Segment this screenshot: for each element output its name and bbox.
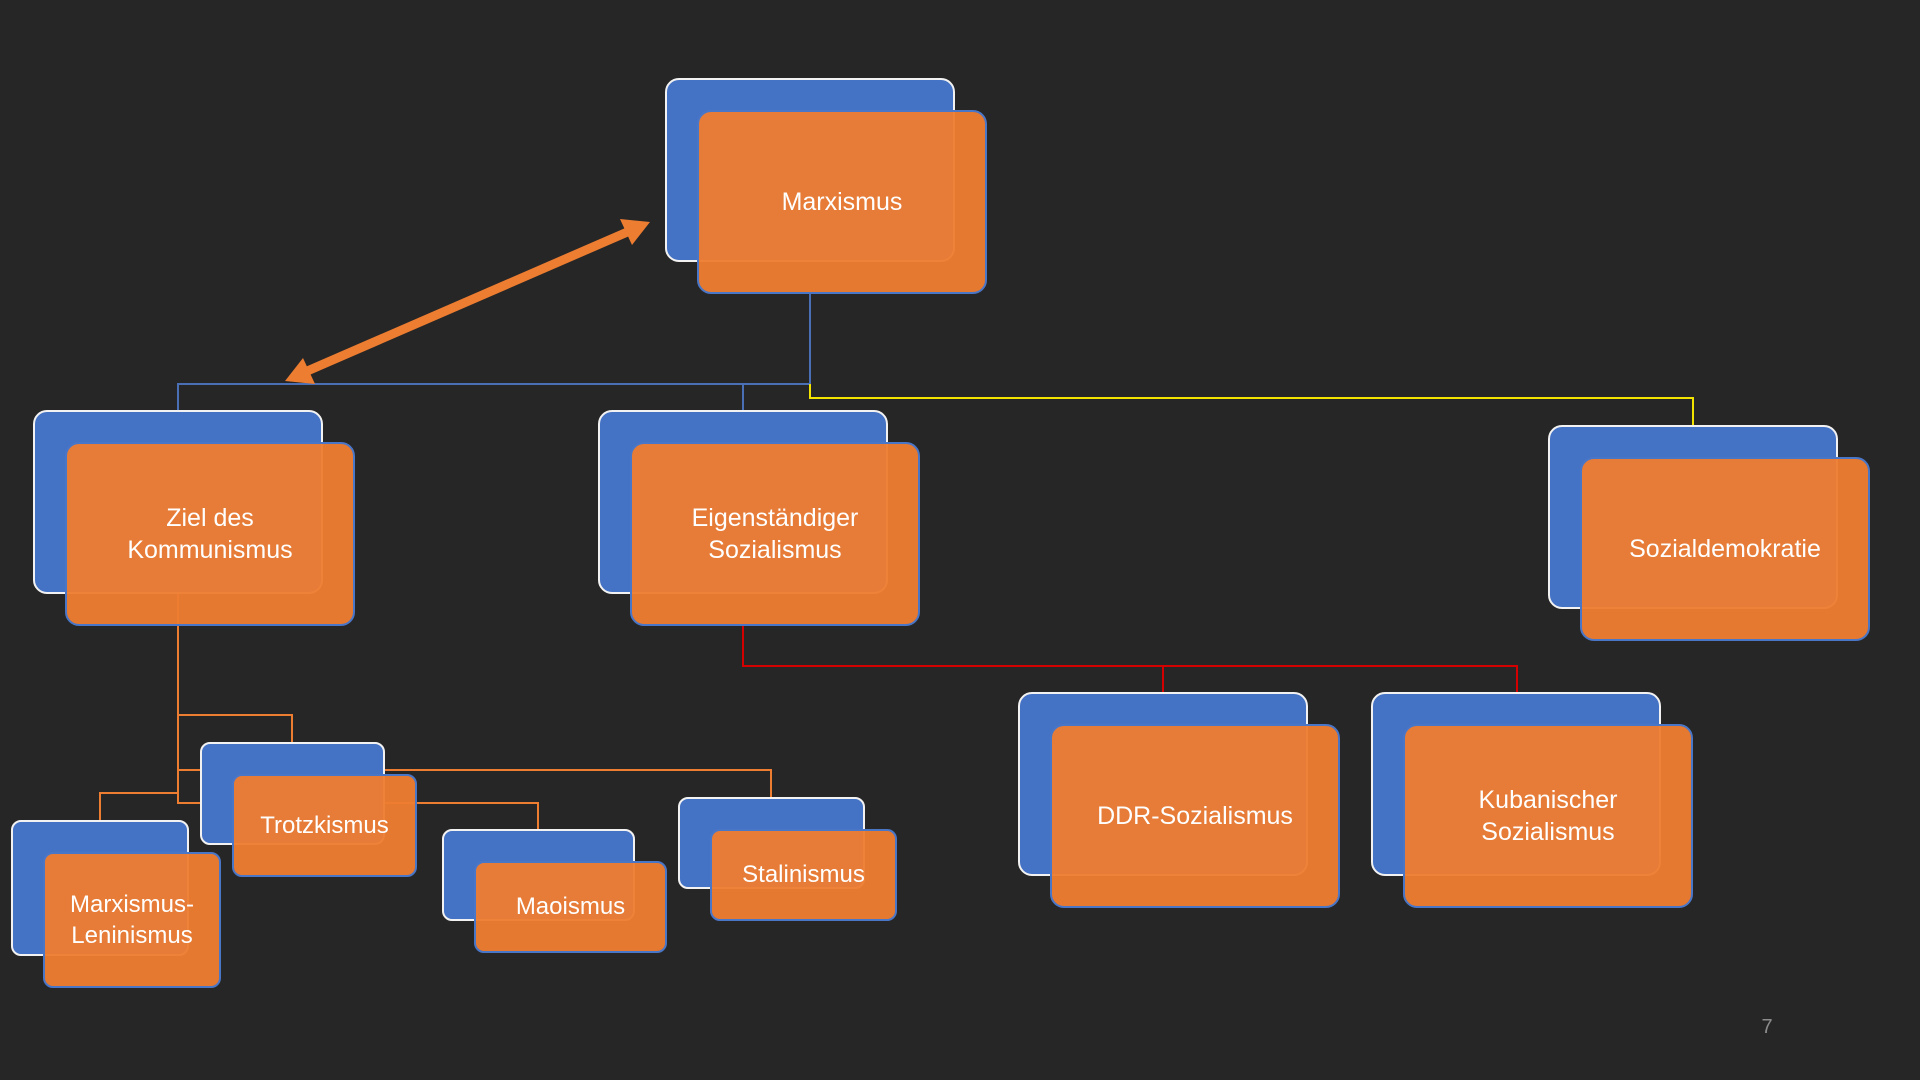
node-marxismus[interactable]: Marxismus — [665, 78, 987, 294]
node-ziel-kommunismus-front: Ziel des Kommunismus — [65, 442, 355, 626]
node-stalinismus-front: Stalinismus — [710, 829, 897, 921]
node-ziel-kommunismus-label: Ziel des Kommunismus — [127, 503, 293, 565]
double-headed-arrow-icon — [285, 219, 650, 384]
node-eigenstaendiger-sozialismus[interactable]: Eigenständiger Sozialismus — [598, 410, 920, 626]
node-kubanischer-sozialismus-front: Kubanischer Sozialismus — [1403, 724, 1693, 908]
node-ziel-kommunismus[interactable]: Ziel des Kommunismus — [33, 410, 355, 626]
node-trotzkismus[interactable]: Trotzkismus — [200, 742, 417, 877]
node-maoismus-label: Maoismus — [515, 893, 626, 921]
connector-ziel-leninismus — [99, 770, 179, 820]
node-trotzkismus-front: Trotzkismus — [232, 774, 417, 877]
node-kubanischer-sozialismus-label: Kubanischer Sozialismus — [1478, 785, 1618, 847]
node-sozialdemokratie[interactable]: Sozialdemokratie — [1548, 425, 1870, 641]
connector-ziel-trotzkismus — [177, 594, 293, 742]
node-marxismus-front: Marxismus — [697, 110, 987, 294]
page-number: 7 — [1761, 1016, 1773, 1038]
node-sozialdemokratie-front: Sozialdemokratie — [1580, 457, 1870, 641]
node-maoismus[interactable]: Maoismus — [442, 829, 667, 953]
connector-marxismus-ziel — [177, 294, 811, 412]
node-ddr-sozialismus-label: DDR-Sozialismus — [1097, 801, 1293, 830]
connector-eigenstaendig-kubanisch — [1163, 665, 1518, 694]
node-marxismus-leninismus-front: Marxismus- Leninismus — [43, 852, 221, 988]
node-kubanischer-sozialismus[interactable]: Kubanischer Sozialismus — [1371, 692, 1693, 908]
node-stalinismus[interactable]: Stalinismus — [678, 797, 897, 921]
node-eigenstaendiger-sozialismus-label: Eigenständiger Sozialismus — [691, 503, 859, 565]
node-eigenstaendiger-sozialismus-front: Eigenständiger Sozialismus — [630, 442, 920, 626]
node-ddr-sozialismus-front: DDR-Sozialismus — [1050, 724, 1340, 908]
connector-marxismus-sozialdemokratie — [809, 384, 1694, 426]
connector-eigenstaendig-ddr — [742, 626, 1164, 694]
connector-ziel-stalinismus — [177, 715, 772, 798]
node-ddr-sozialismus[interactable]: DDR-Sozialismus — [1018, 692, 1340, 908]
node-trotzkismus-label: Trotzkismus — [260, 811, 389, 839]
node-stalinismus-label: Stalinismus — [742, 861, 865, 889]
node-maoismus-front: Maoismus — [474, 861, 667, 953]
node-marxismus-leninismus-label: Marxismus- Leninismus — [70, 890, 194, 949]
node-sozialdemokratie-label: Sozialdemokratie — [1629, 534, 1821, 563]
node-marxismus-label: Marxismus — [781, 187, 903, 216]
node-marxismus-leninismus[interactable]: Marxismus- Leninismus — [11, 820, 221, 988]
